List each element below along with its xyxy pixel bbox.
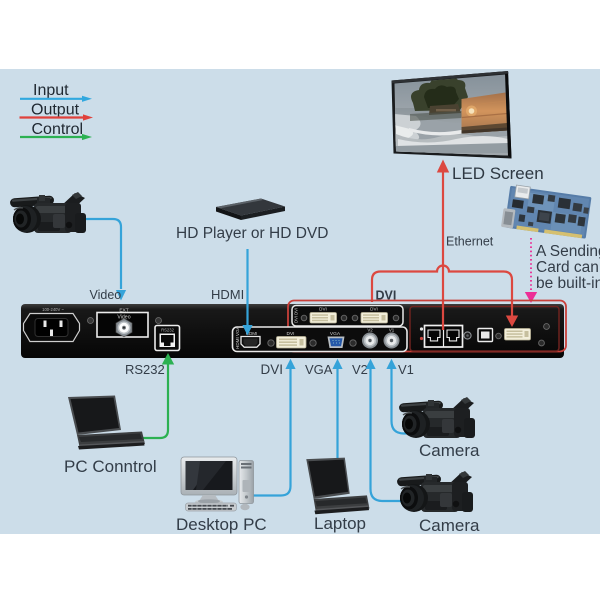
svg-text:Laptop: Laptop [314, 514, 366, 533]
svg-text:Camera: Camera [419, 516, 480, 535]
svg-text:Card can: Card can [536, 259, 599, 276]
svg-text:DVI: DVI [376, 289, 397, 303]
svg-text:V1: V1 [398, 362, 414, 377]
svg-text:HDMI: HDMI [211, 287, 244, 302]
svg-text:V2: V2 [367, 328, 373, 333]
svg-text:Control: Control [32, 121, 84, 138]
svg-text:LED Screen: LED Screen [452, 164, 544, 183]
svg-text:VGA: VGA [330, 331, 341, 337]
svg-text:PC Conntrol: PC Conntrol [64, 457, 157, 476]
svg-text:Desktop PC: Desktop PC [176, 515, 267, 534]
svg-text:Video: Video [90, 288, 122, 302]
svg-text:Camera: Camera [419, 441, 480, 460]
svg-text:Input: Input [33, 82, 69, 99]
svg-text:HDMI VGA: HDMI VGA [235, 325, 240, 349]
svg-text:VGA: VGA [305, 362, 333, 377]
svg-text:Video: Video [117, 315, 130, 321]
svg-text:Ethernet: Ethernet [446, 235, 494, 249]
svg-text:EXT: EXT [119, 308, 128, 314]
svg-text:RS232: RS232 [161, 328, 174, 333]
svg-text:DVI: DVI [370, 307, 378, 312]
svg-text:V2: V2 [352, 362, 368, 377]
svg-text:RS232: RS232 [125, 362, 165, 377]
svg-text:DVI: DVI [319, 307, 327, 312]
svg-text:Output: Output [31, 102, 80, 119]
svg-text:HD Player or HD DVD: HD Player or HD DVD [176, 225, 328, 242]
svg-text:DVI DVI: DVI DVI [294, 308, 299, 323]
svg-text:be built-in: be built-in [536, 275, 600, 292]
svg-text:A Sending: A Sending [536, 243, 600, 260]
svg-text:100-240V ~: 100-240V ~ [42, 307, 64, 312]
svg-text:DVI: DVI [261, 362, 284, 377]
svg-text:V1: V1 [389, 328, 395, 333]
svg-text:HDMI: HDMI [246, 331, 258, 336]
svg-text:DVI: DVI [287, 331, 295, 337]
